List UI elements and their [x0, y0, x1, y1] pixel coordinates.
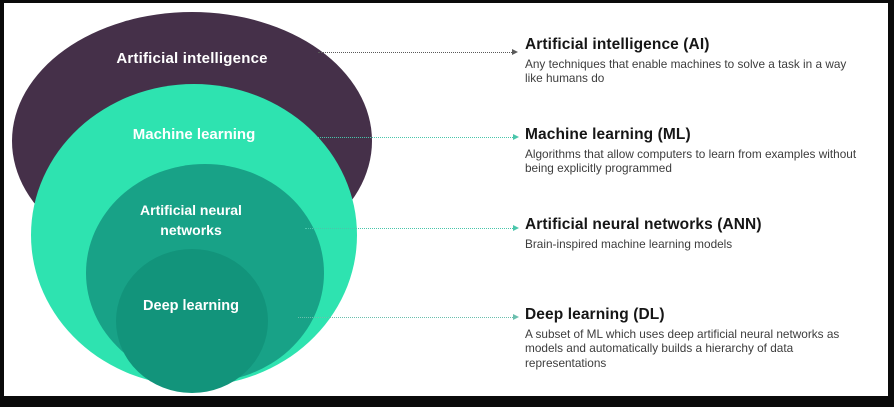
arrow-right-icon	[513, 134, 519, 140]
arrow-right-icon	[513, 225, 519, 231]
legend-desc-ann: Brain-inspired machine learning models	[525, 237, 733, 251]
legend-title-dl: Deep learning (DL)	[525, 306, 665, 323]
legend-title-ai: Artificial intelligence (AI)	[525, 36, 710, 53]
connector-ml	[317, 134, 519, 140]
legend-item-ann: Artificial neural networks (ANN) Brain-i…	[525, 216, 861, 251]
legend-item-dl: Deep learning (DL) A subset of ML which …	[525, 306, 861, 370]
legend-title-ann: Artificial neural networks (ANN)	[525, 216, 762, 233]
arrow-right-icon	[512, 49, 518, 55]
label-artificial-neural-networks: Artificial neural networks	[140, 202, 242, 238]
label-artificial-intelligence: Artificial intelligence	[116, 50, 268, 67]
connector-ann	[305, 225, 519, 231]
legend-desc-ml: Algorithms that allow computers to learn…	[525, 147, 857, 176]
legend-desc-ai: Any techniques that enable machines to s…	[525, 57, 847, 86]
legend-desc-dl: A subset of ML which uses deep artificia…	[525, 327, 840, 370]
label-deep-learning: Deep learning	[143, 298, 239, 314]
legend-item-ml: Machine learning (ML) Algorithms that al…	[525, 126, 861, 176]
legend-item-ai: Artificial intelligence (AI) Any techniq…	[525, 36, 861, 86]
arrow-right-icon	[513, 314, 519, 320]
connector-dl	[298, 314, 519, 320]
label-machine-learning: Machine learning	[132, 126, 256, 143]
diagram-frame: Artificial intelligence Machine learning…	[4, 3, 888, 396]
legend-title-ml: Machine learning (ML)	[525, 126, 691, 143]
circle-deep-learning	[116, 249, 268, 393]
connector-ai	[318, 49, 518, 55]
